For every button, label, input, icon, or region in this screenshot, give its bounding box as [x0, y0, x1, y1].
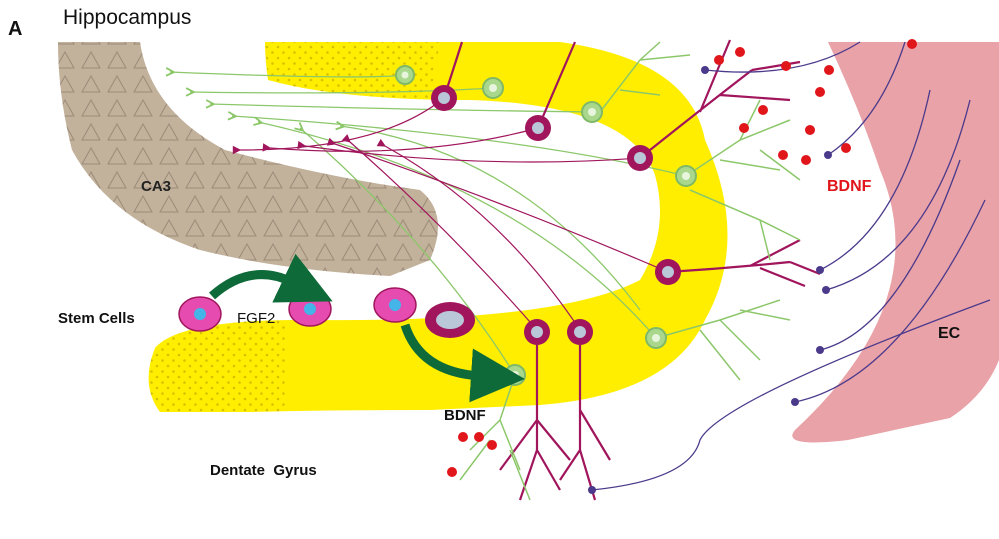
panel-letter: A [8, 18, 22, 41]
ec-label: EC [938, 325, 960, 343]
stem-cells-label: Stem Cells [58, 310, 135, 327]
bdnf-dots-bottom [447, 432, 497, 477]
neuron-icon [524, 319, 550, 345]
dentate-dots-lower [149, 320, 285, 412]
neuron-icon [655, 259, 681, 285]
ca3-label: CA3 [141, 178, 171, 195]
neuron-icon [567, 319, 593, 345]
neuron-icon [431, 85, 457, 111]
bdnf-label-top: BDNF [827, 178, 871, 196]
bdnf-label-bottom: BDNF [444, 407, 486, 424]
curved-arrow-icon [212, 275, 292, 296]
dentate-dots-upper [265, 42, 440, 98]
neuron-icon [627, 145, 653, 171]
stem-cell-icon [289, 292, 331, 326]
figure-title: Hippocampus [63, 6, 191, 30]
fgf2-label: FGF2 [237, 310, 275, 327]
neuron-icon [525, 115, 551, 141]
stem-cell-icon [179, 297, 221, 331]
stem-cell-icon [374, 288, 416, 322]
neuroblast-icon [425, 302, 475, 338]
dentate-gyrus-label: Dentate Gyrus [210, 462, 317, 479]
ec-region [792, 42, 999, 442]
